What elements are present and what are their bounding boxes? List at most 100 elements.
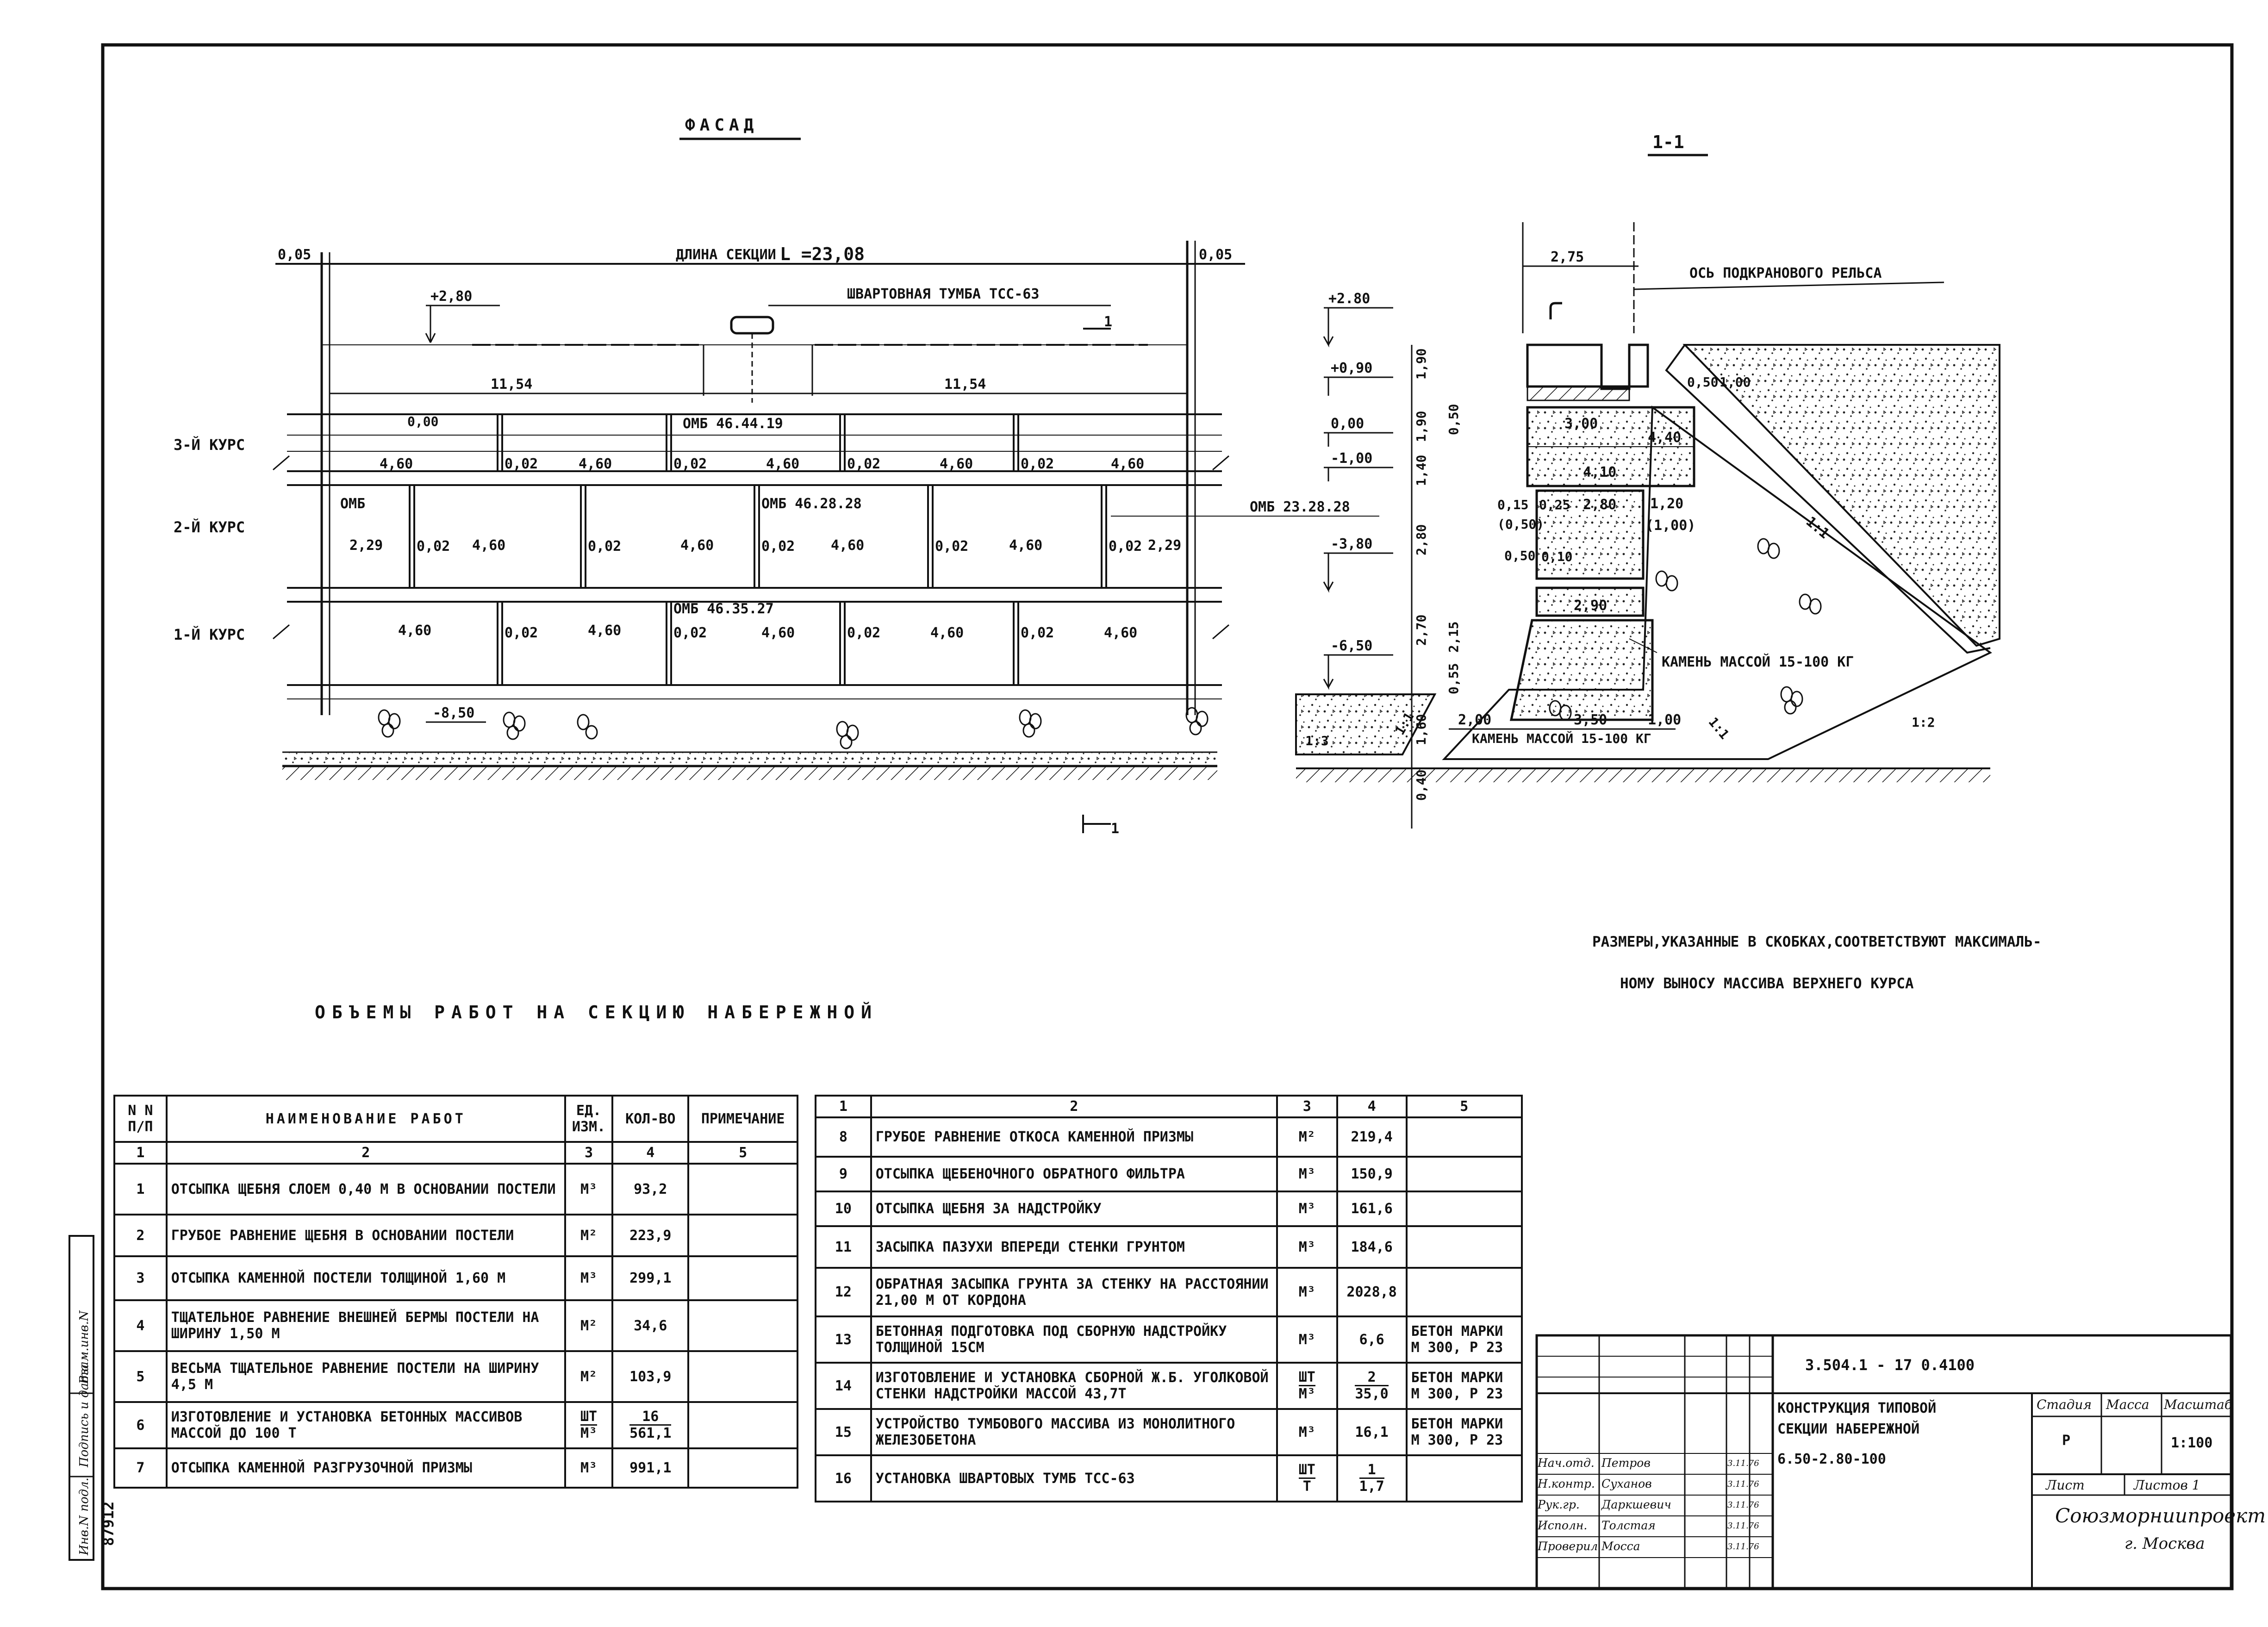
d410: 4,10 bbox=[1583, 464, 1616, 480]
row-name: УСТРОЙСТВО ТУМБОВОГО МАССИВА ИЗ МОНОЛИТН… bbox=[870, 1408, 1278, 1456]
table-row: 2 ГРУБОЕ РАВНЕНИЕ ЩЕБНЯ В ОСНОВАНИИ ПОСТ… bbox=[113, 1214, 798, 1257]
row-note bbox=[1405, 1116, 1523, 1158]
c1-w3: 4,60 bbox=[761, 625, 795, 641]
row-num: 13 bbox=[815, 1315, 872, 1364]
cut-mark-top: 1 bbox=[1104, 314, 1112, 330]
row-num: 8 bbox=[815, 1116, 872, 1158]
bollard-section-icon bbox=[1549, 302, 1562, 319]
row-unit: М³ bbox=[1276, 1191, 1338, 1227]
row-unit: М³ bbox=[1276, 1225, 1338, 1269]
section-length-label: ДЛИНА СЕКЦИИ bbox=[676, 247, 776, 263]
facade-drawing: ФАСАД 0,05 0,05 ДЛИНА СЕКЦИИ L =23,08 +2… bbox=[174, 116, 1379, 837]
row-name: ОБРАТНАЯ ЗАСЫПКА ГРУНТА ЗА СТЕНКУ НА РАС… bbox=[870, 1267, 1278, 1317]
sheet-header: Лист bbox=[2046, 1477, 2085, 1493]
row-unit: М³ bbox=[1276, 1156, 1338, 1192]
c3-w4: 4,60 bbox=[940, 456, 973, 472]
d200: 2,00 bbox=[1458, 712, 1491, 728]
row-note bbox=[687, 1299, 798, 1352]
table-row: 14 ИЗГОТОВЛЕНИЕ И УСТАНОВКА СБОРНОЙ Ж.Б.… bbox=[815, 1362, 1523, 1410]
c1-j3: 0,02 bbox=[847, 625, 880, 641]
colnum: 2 bbox=[165, 1141, 566, 1165]
row-name: ТЩАТЕЛЬНОЕ РАВНЕНИЕ ВНЕШНЕЙ БЕРМЫ ПОСТЕЛ… bbox=[165, 1299, 566, 1352]
colnum: 5 bbox=[1405, 1095, 1523, 1118]
d440: 4,40 bbox=[1648, 430, 1681, 446]
row-unit: М³ bbox=[1276, 1267, 1338, 1317]
slope-12: 1:2 bbox=[1912, 715, 1935, 730]
c3-j3: 0,02 bbox=[847, 456, 880, 472]
lvl-m650: -6,50 bbox=[1331, 638, 1372, 654]
d015: 0,15 bbox=[1497, 497, 1528, 512]
colnum: 3 bbox=[564, 1141, 614, 1165]
row-note bbox=[1405, 1225, 1523, 1269]
drawing-code: 3.504.1 - 17 0.4100 bbox=[1805, 1356, 1975, 1374]
row-note bbox=[687, 1401, 798, 1449]
bollard-label: ШВАРТОВНАЯ ТУМБА ТСС-63 bbox=[847, 286, 1039, 302]
v050: 0,50 bbox=[1446, 404, 1461, 435]
c2-w2: 4,60 bbox=[680, 537, 714, 554]
row-unit: М³ bbox=[564, 1447, 614, 1489]
row-unit: М² bbox=[564, 1299, 614, 1352]
c1-j4: 0,02 bbox=[1021, 625, 1054, 641]
row-num: 10 bbox=[815, 1191, 872, 1227]
row-name: ОТСЫПКА ЩЕБНЯ ЗА НАДСТРОЙКУ bbox=[870, 1191, 1278, 1227]
lvl-m100: -1,00 bbox=[1331, 450, 1372, 467]
stamp-vzam: Взам.инв.N bbox=[77, 1310, 91, 1384]
bollard-icon bbox=[730, 316, 774, 335]
role: Нач.отд. bbox=[1538, 1456, 1595, 1470]
table-row: 3 ОТСЫПКА КАМЕННОЙ ПОСТЕЛИ ТОЛЩИНОЙ 1,60… bbox=[113, 1255, 798, 1301]
zero-level-label: 0,00 bbox=[407, 414, 438, 429]
half-length-right: 11,54 bbox=[944, 376, 986, 393]
colnum: 4 bbox=[611, 1141, 690, 1165]
table-row: 11 ЗАСЫПКА ПАЗУХИ ВПЕРЕДИ СТЕНКИ ГРУНТОМ… bbox=[815, 1225, 1523, 1269]
row-qty: 991,1 bbox=[611, 1447, 690, 1489]
row-unit: М³ bbox=[564, 1163, 614, 1216]
row-name: ЗАСЫПКА ПАЗУХИ ВПЕРЕДИ СТЕНКИ ГРУНТОМ bbox=[870, 1225, 1278, 1269]
row-num: 1 bbox=[113, 1163, 168, 1216]
col-name-header: НАИМЕНОВАНИЕ РАБОТ bbox=[165, 1095, 566, 1143]
bottom-level-label: -8,50 bbox=[433, 705, 474, 721]
c2-w5: 2,29 bbox=[1148, 537, 1181, 554]
colnum: 5 bbox=[687, 1141, 798, 1165]
course1-label: 1-Й КУРС bbox=[174, 626, 245, 643]
qty-bottom: 561,1 bbox=[629, 1425, 672, 1441]
slope-13: 1:3 bbox=[1305, 733, 1329, 748]
v055: 0,55 bbox=[1446, 663, 1461, 694]
sign-date: 3.11.76 bbox=[1727, 1521, 1759, 1531]
role: Н.контр. bbox=[1538, 1477, 1595, 1490]
course2-block-mark: ОМБ 46.28.28 bbox=[761, 496, 862, 512]
c2-w3: 4,60 bbox=[831, 537, 864, 554]
row-note bbox=[687, 1350, 798, 1403]
top-050: 0,50 bbox=[1687, 374, 1718, 390]
table-row: 13 БЕТОННАЯ ПОДГОТОВКА ПОД СБОРНУЮ НАДСТ… bbox=[815, 1315, 1523, 1364]
table-row: 7 ОТСЫПКА КАМЕННОЙ РАЗГРУЗОЧНОЙ ПРИЗМЫ М… bbox=[113, 1447, 798, 1489]
table-row: 4 ТЩАТЕЛЬНОЕ РАВНЕНИЕ ВНЕШНЕЙ БЕРМЫ ПОСТ… bbox=[113, 1299, 798, 1352]
c3-j1: 0,02 bbox=[505, 456, 538, 472]
sign-date: 3.11.76 bbox=[1727, 1479, 1759, 1489]
row-num: 14 bbox=[815, 1362, 872, 1410]
facade-title: ФАСАД bbox=[685, 116, 758, 135]
d100: 1,00 bbox=[1648, 712, 1681, 728]
course2-right-block: ОМБ 23.28.28 bbox=[1250, 499, 1350, 515]
lvl-m380: -3,80 bbox=[1331, 536, 1372, 552]
c2-j2: 0,02 bbox=[588, 538, 621, 555]
d025: 0,25 bbox=[1539, 497, 1570, 512]
row-unit: М² bbox=[1276, 1116, 1338, 1158]
d120: 1,20 bbox=[1650, 496, 1683, 512]
row-note bbox=[687, 1447, 798, 1489]
table-row: 1 ОТСЫПКА ЩЕБНЯ СЛОЕМ 0,40 М В ОСНОВАНИИ… bbox=[113, 1163, 798, 1216]
v190b: 1,90 bbox=[1414, 411, 1429, 442]
left-gap-label: 0,05 bbox=[278, 247, 311, 263]
top-100: 1,00 bbox=[1720, 374, 1751, 390]
row-qty: 184,6 bbox=[1336, 1225, 1408, 1269]
row-name: БЕТОННАЯ ПОДГОТОВКА ПОД СБОРНУЮ НАДСТРОЙ… bbox=[870, 1315, 1278, 1364]
stage-header: Стадия bbox=[2037, 1397, 2092, 1412]
row-unit: М² bbox=[564, 1214, 614, 1257]
course3-block-mark: ОМБ 46.44.19 bbox=[683, 416, 783, 432]
c2-j1: 0,02 bbox=[417, 538, 450, 555]
row-note bbox=[1405, 1267, 1523, 1317]
qty-bottom: 1,7 bbox=[1359, 1478, 1384, 1495]
